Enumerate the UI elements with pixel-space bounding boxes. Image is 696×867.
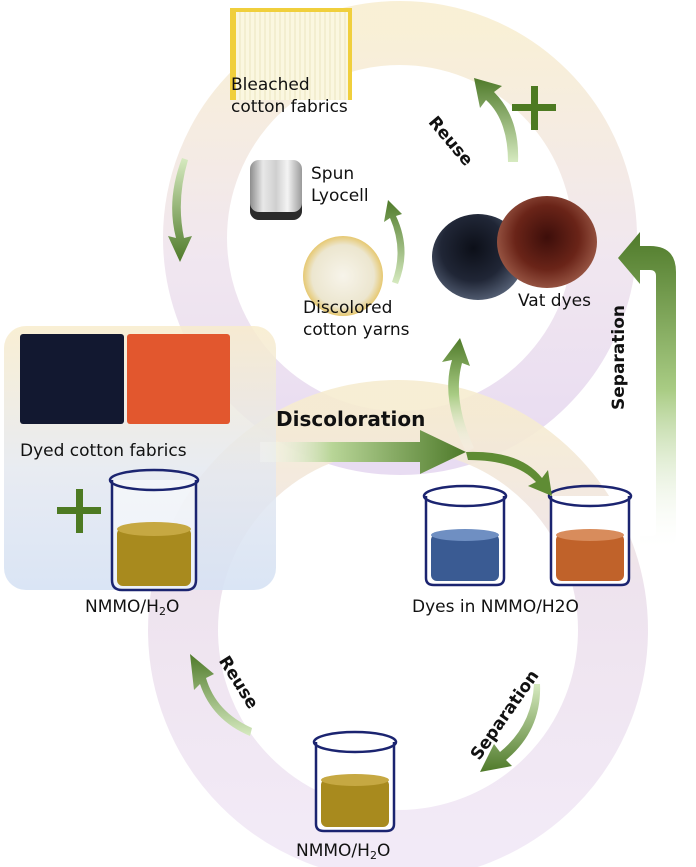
spun-lyocell-image	[250, 160, 302, 220]
bleached-fabric-label: Bleached cotton fabrics	[231, 75, 348, 117]
dyed-fabrics-label: Dyed cotton fabrics	[20, 441, 187, 461]
vat-dye-red-image	[497, 196, 597, 288]
separation-bottom-arrow-icon	[480, 684, 541, 772]
reuse-top-arrow-icon	[474, 78, 519, 162]
spun-lyocell-label: Spun Lyocell	[311, 164, 369, 206]
discoloration-label: Discoloration	[276, 407, 426, 431]
recovered-solvent-label: NMMO/H2O	[296, 841, 391, 862]
dyed-fabric-orange-image	[127, 334, 230, 424]
vat-dyes-label: Vat dyes	[518, 291, 591, 311]
plus-icon	[57, 489, 101, 533]
solvent-beaker-icon	[108, 468, 200, 592]
bleached-fabric-image	[230, 8, 352, 100]
dyes-in-solvent-label: Dyes in NMMO/H2O	[412, 597, 579, 617]
discoloration-arrow-icon	[260, 430, 466, 474]
blue-dye-beaker-icon	[422, 484, 508, 587]
solvent-input-label: NMMO/H2O	[85, 597, 180, 618]
reuse-bottom-arrow-icon	[190, 654, 252, 736]
bottom-cycle-ring	[148, 380, 648, 867]
plus-icon	[512, 86, 556, 130]
separation-right-label: Separation	[609, 304, 629, 410]
orange-dye-beaker-icon	[547, 484, 633, 587]
yarns-to-lyocell-arrow-icon	[384, 200, 405, 284]
branch-to-yarns-arrow-icon	[442, 338, 474, 452]
discolored-yarns-label: Discolored cotton yarns	[303, 298, 410, 340]
branch-to-dyes-arrow-icon	[466, 451, 552, 496]
dyed-fabric-navy-image	[20, 334, 124, 424]
recovered-solvent-beaker-icon	[312, 730, 398, 833]
separation-right-arrow-icon	[618, 232, 676, 548]
bleached-to-dyed-arrow-icon	[168, 158, 192, 262]
discolored-yarns-image	[303, 236, 383, 316]
